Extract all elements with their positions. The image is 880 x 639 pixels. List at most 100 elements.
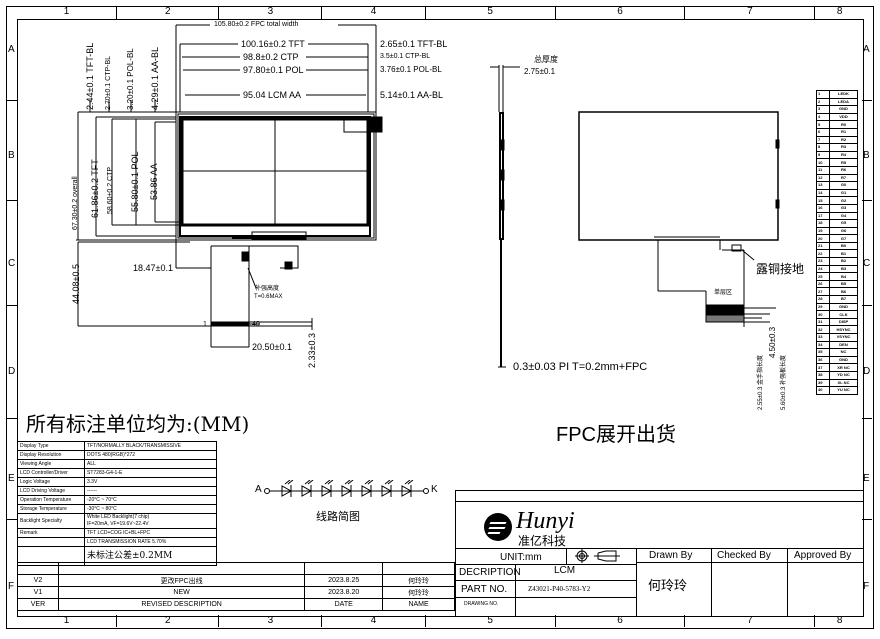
pin-name: G2 [829,196,858,205]
revision-row [17,562,455,575]
col-label: 4 [322,615,426,627]
spec-value: ALL [84,459,217,469]
row-label: C [863,258,871,269]
dim-fpc-offset: 18.47±0.1 [133,263,173,273]
unit-label: UNIT:mm [500,552,542,563]
pin-number: 39 [816,378,830,388]
spec-value: -20°C ~ 70°C [84,495,217,505]
pin-name: R5 [829,158,858,167]
pin-name: B2 [829,257,858,266]
dim-fpc-length: 44.08±0.5 [71,264,81,304]
pin-name: DEN [829,340,858,350]
pin-name: R6 [829,165,858,175]
pin-name: DISP [829,317,858,327]
title-block: Hunyi 准亿科技 UNIT:mm Drawn By Checked By A… [455,490,863,616]
col-label: 6 [556,6,686,19]
pin-name: G5 [829,219,858,228]
row-label: A [863,44,870,55]
revision-desc: REVISED DESCRIPTION [57,598,306,611]
spec-value: 3.3V [84,477,217,487]
dim-left-aa-bl: 4.29±0.1 AA-BL [150,47,160,110]
description-label: DECRIPTION [459,567,521,578]
col-label: 2 [117,6,220,19]
pin-name: R3 [829,143,858,152]
pin-number: 40 [816,386,830,395]
revision-date [304,562,384,575]
dim-stiffener-length: 5.60±0.3 补强板长度 [781,355,787,410]
spec-label: Backlight Specialty [17,513,85,529]
led-diode-icon [401,480,414,497]
spec-value: DOTS 480(RGB)*272 [84,450,217,460]
part-no-label: PART NO. [461,584,508,595]
pin-number: 4 [816,112,830,122]
spec-label: Remark [17,528,85,538]
dim-fpc-width: 20.50±0.1 [252,342,292,352]
dim-right-pol-bl: 3.76±0.1 POL-BL [380,65,442,74]
pin-name: B1 [829,249,858,259]
dim-left-pol-bl: 3.20±0.1 POL-BL [126,48,135,110]
ground-label: 露铜接地 [756,262,805,276]
approved-by-label: Approved By [794,550,852,561]
pin-number: 13 [816,181,830,190]
revision-ver: V2 [17,574,59,587]
pin-name: R1 [829,127,858,137]
spec-value: LCD TRANSMISSION RATE 5.70% [84,537,217,547]
row-label: E [8,473,15,484]
side-view-drawing [490,65,520,368]
col-label: 3 [219,615,323,627]
pin-name: YD NC [829,370,858,380]
pin-name: B0 [829,241,858,251]
dim-aa-height: 53.86 AA [149,163,159,200]
brand-name: Hunyi [516,508,575,534]
spec-row: LCD Driving Voltage------ [17,486,217,496]
row-label: C [8,258,16,269]
pin-number: 33 [816,333,830,342]
pin-number: 8 [816,143,830,152]
pin-number: 34 [816,340,830,350]
row-label: E [863,473,870,484]
revision-desc: 更改FPC出线 [57,574,306,587]
col-label: 5 [426,6,556,19]
column-ruler-top: 1 2 3 4 5 6 7 8 [17,6,864,19]
revision-desc [57,562,306,575]
spec-label: Viewing Angle [17,459,85,469]
stiffener-thickness: T=0.6MAX [254,294,283,300]
row-label: F [8,581,15,592]
pin-number: 18 [816,219,830,228]
col-label: 7 [685,6,816,19]
spec-value: TFT/NORMALLY BLACK/TRANSMISSIVE [84,441,217,451]
unit-heading: 所有标注单位均为:(MM) [26,412,250,436]
pin-name: GND [829,355,858,365]
back-view-drawing [578,111,780,327]
pin-name: G0 [829,181,858,190]
pin-name: XR NC [829,363,858,372]
pin-name: R0 [829,120,858,129]
